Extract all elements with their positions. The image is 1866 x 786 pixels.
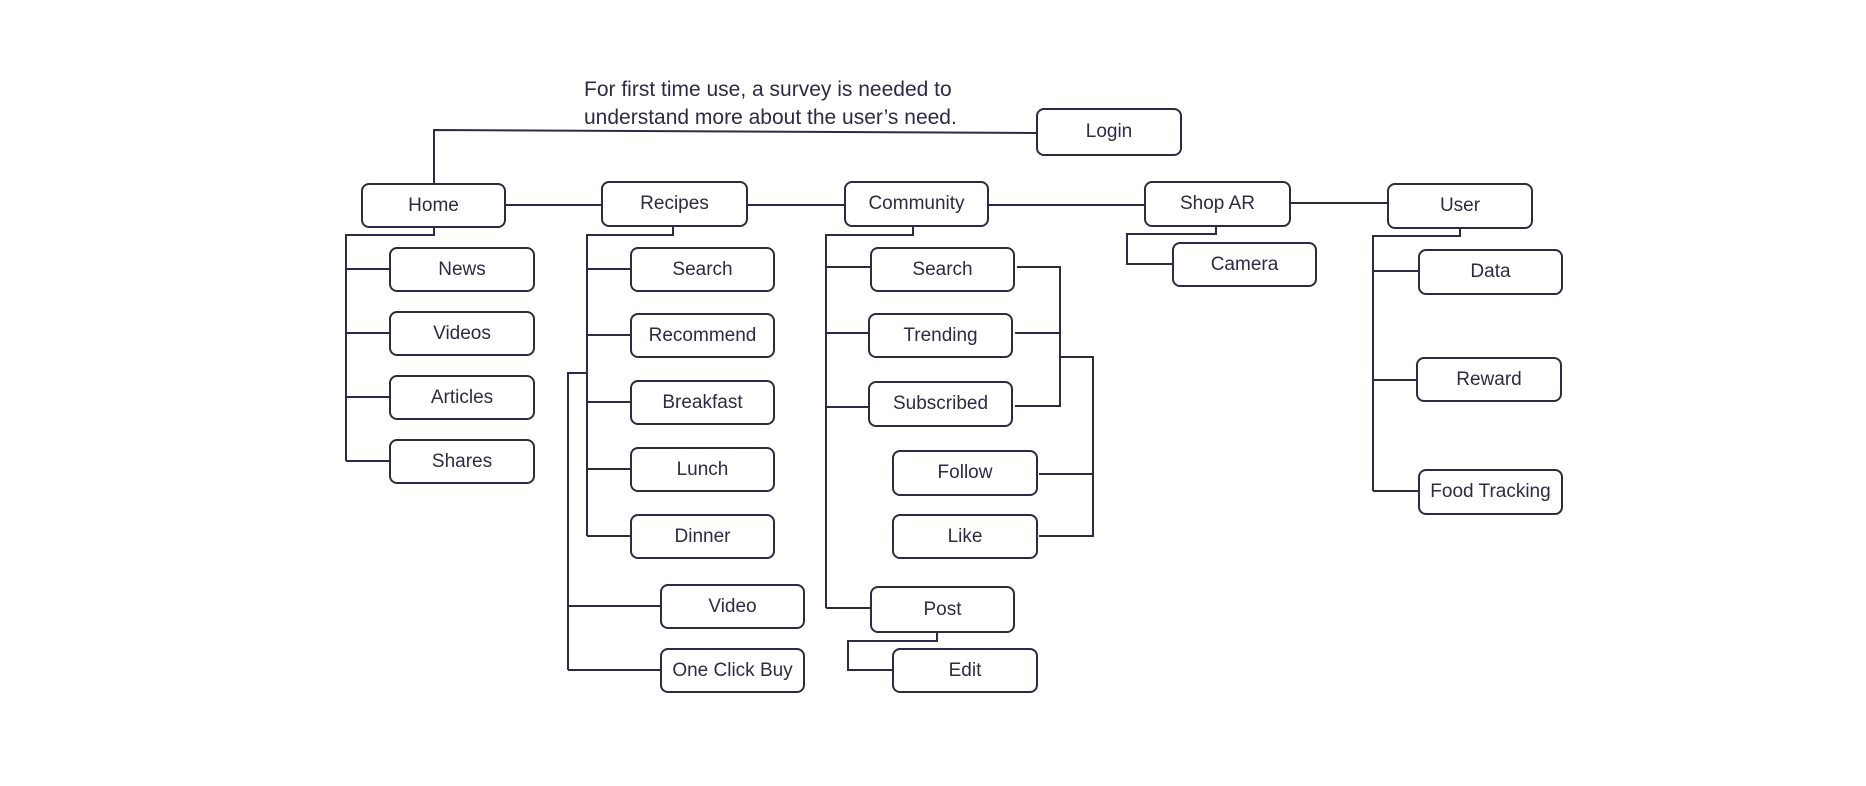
shop-camera-node[interactable]: Camera xyxy=(1172,242,1317,287)
connector-community-bus xyxy=(825,227,914,608)
survey-note: For first time use, a survey is needed t… xyxy=(584,78,957,129)
connector-shop-camera xyxy=(1126,226,1217,265)
recipes-one-click-buy-node[interactable]: One Click Buy xyxy=(660,648,805,693)
user-node[interactable]: User xyxy=(1387,183,1533,229)
recipes-recommend-node[interactable]: Recommend xyxy=(630,313,775,358)
community-node[interactable]: Community xyxy=(844,181,989,227)
community-search-node[interactable]: Search xyxy=(870,247,1015,292)
user-reward-node[interactable]: Reward xyxy=(1416,357,1562,402)
community-edit-node[interactable]: Edit xyxy=(892,648,1038,693)
home-articles-node[interactable]: Articles xyxy=(389,375,535,420)
recipes-video-node[interactable]: Video xyxy=(660,584,805,629)
connector-user-bus xyxy=(1372,228,1461,491)
connector-recipes-bus xyxy=(586,227,674,536)
home-shares-node[interactable]: Shares xyxy=(389,439,535,484)
connector-recipes-secondary-bus xyxy=(567,372,587,670)
community-follow-node[interactable]: Follow xyxy=(892,450,1038,496)
community-trending-node[interactable]: Trending xyxy=(868,313,1013,358)
home-videos-node[interactable]: Videos xyxy=(389,311,535,356)
community-like-node[interactable]: Like xyxy=(892,514,1038,559)
connector-home-bus xyxy=(345,227,435,461)
home-news-node[interactable]: News xyxy=(389,247,535,292)
community-subscribed-node[interactable]: Subscribed xyxy=(868,381,1013,427)
recipes-dinner-node[interactable]: Dinner xyxy=(630,514,775,559)
home-node[interactable]: Home xyxy=(361,183,506,228)
community-post-node[interactable]: Post xyxy=(870,586,1015,633)
connector-community-follow-like-bracket xyxy=(1039,356,1094,537)
connector-home-login xyxy=(433,128,1037,184)
login-node[interactable]: Login xyxy=(1036,108,1182,156)
connector-community-post-edit xyxy=(847,632,938,671)
shop-ar-node[interactable]: Shop AR xyxy=(1144,181,1291,227)
recipes-lunch-node[interactable]: Lunch xyxy=(630,447,775,492)
connector-community-group-bracket xyxy=(1015,266,1061,407)
recipes-search-node[interactable]: Search xyxy=(630,247,775,292)
user-data-node[interactable]: Data xyxy=(1418,249,1563,295)
recipes-breakfast-node[interactable]: Breakfast xyxy=(630,380,775,425)
user-food-tracking-node[interactable]: Food Tracking xyxy=(1418,469,1563,515)
recipes-node[interactable]: Recipes xyxy=(601,181,748,227)
